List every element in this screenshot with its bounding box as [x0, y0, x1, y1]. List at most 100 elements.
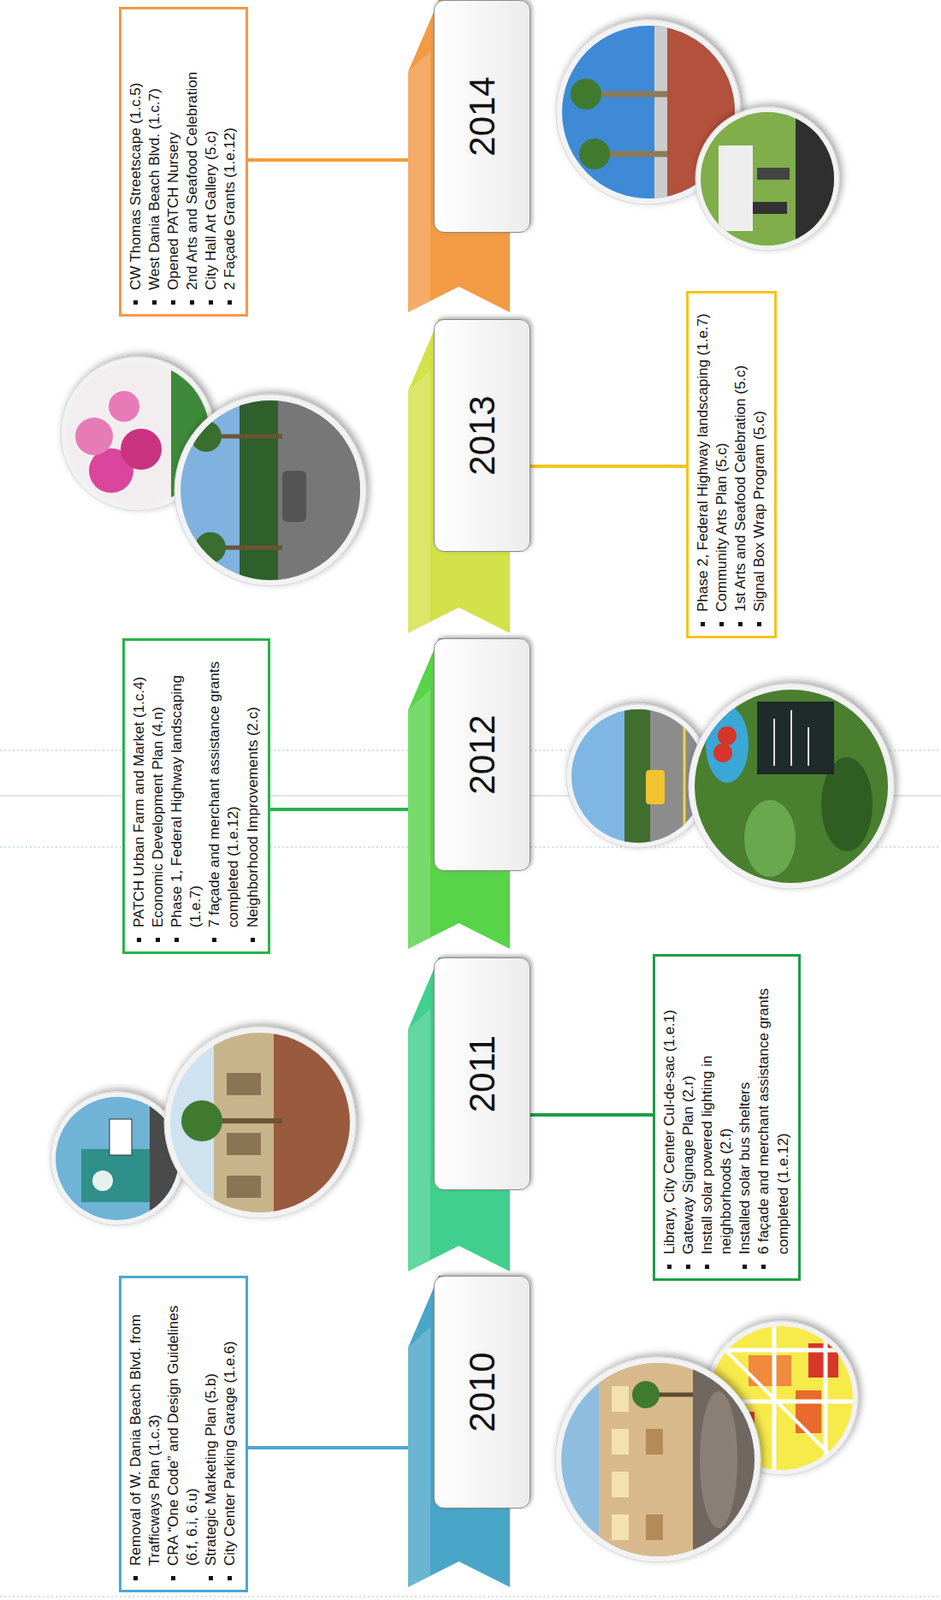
photo-detail [170, 1032, 350, 1213]
photo-detail [50, 1091, 184, 1226]
photo-circle [688, 683, 894, 889]
photo-detail [180, 400, 361, 580]
photo-detail [752, 201, 788, 214]
photo-detail [700, 112, 835, 246]
photo-detail [571, 709, 705, 843]
milestone-item: CW Thomas Streetscape (1.c.5) [126, 17, 146, 290]
milestone-list: PATCH Urban Farm and Market (1.c.4)Econo… [130, 649, 263, 950]
milestone-item: Strategic Marketing Plan (5.b) [201, 1286, 221, 1566]
photo-detail [713, 743, 733, 763]
photo-detail [692, 1362, 755, 1557]
photo-circle [555, 1356, 761, 1563]
timeline-connector [248, 1445, 409, 1450]
photo-circle [164, 1026, 356, 1219]
photo-detail [717, 726, 737, 746]
photo-detail [282, 470, 307, 522]
timeline-connector [530, 464, 687, 468]
milestone-list: Removal of W. Dania Beach Blvd. from Tra… [126, 1286, 241, 1588]
milestone-item: Phase 2, Federal Highway landscaping (1.… [693, 301, 713, 612]
photo-detail [807, 727, 810, 766]
photo-detail [790, 710, 793, 766]
photo-detail [744, 799, 796, 877]
photo-detail [239, 400, 279, 580]
photo-detail [695, 106, 840, 251]
photo-detail [120, 428, 162, 470]
photo-detail [174, 394, 367, 586]
photo-detail [226, 1175, 261, 1198]
photo-detail [611, 1514, 629, 1540]
photo-detail [705, 705, 749, 783]
photo-detail [164, 1026, 356, 1219]
photo-detail [795, 112, 835, 246]
ribbon-highlight [408, 51, 431, 313]
milestone-item: City Hall Art Gallery (5.c) [201, 17, 221, 290]
photo-circle [50, 1091, 184, 1226]
photo-detail [561, 1362, 755, 1557]
ribbon-highlight [408, 1326, 431, 1587]
milestone-list: CW Thomas Streetscape (1.c.5)West Dania … [126, 17, 241, 313]
year-text: 2010 [461, 1351, 504, 1432]
photo-detail [683, 709, 687, 843]
milestone-item: Phase 1, Federal Highway landscaping (1.… [167, 649, 206, 928]
photo-detail [108, 390, 140, 422]
milestone-item: Neighborhood Improvements (2.c) [243, 649, 263, 928]
photo-detail [75, 417, 113, 456]
photo-detail [645, 1428, 663, 1455]
milestone-item: 7 façade and merchant assistance grants … [205, 649, 243, 928]
photo-detail [709, 1348, 853, 1353]
photo-detail [694, 689, 888, 883]
milestone-box: Phase 2, Federal Highway landscaping (1.… [686, 290, 777, 639]
milestone-item: Library, City Center Cul-de-sac (1.e.1) [660, 964, 680, 1255]
photo-detail [688, 683, 894, 889]
year-label: 2011 [433, 957, 531, 1190]
year-ribbon: 2014 [408, 0, 531, 313]
photo-detail [694, 689, 888, 883]
photo-detail [278, 400, 361, 580]
photo-detail [180, 400, 361, 580]
photo-detail [55, 1096, 179, 1220]
photo-detail [226, 1132, 261, 1155]
milestone-list: Phase 2, Federal Highway landscaping (1.… [693, 301, 770, 634]
year-text: 2011 [461, 1035, 504, 1113]
photo-detail [598, 1362, 693, 1557]
photo-detail [170, 1032, 350, 1213]
year-label: 2012 [433, 638, 531, 871]
year-text: 2012 [461, 714, 504, 794]
milestone-box: Removal of W. Dania Beach Blvd. from Tra… [118, 1275, 249, 1593]
photo-detail [555, 1356, 761, 1563]
photo-detail [654, 25, 668, 199]
photo-circle [566, 704, 711, 848]
photo-detail [81, 1148, 150, 1202]
timeline-connector [248, 158, 409, 162]
photo-detail [632, 1380, 660, 1409]
photo-detail [757, 701, 835, 775]
year-label: 2014 [433, 0, 531, 233]
photo-detail [611, 1428, 629, 1455]
photo-detail [55, 1096, 179, 1220]
milestone-list: Library, City Center Cul-de-sac (1.e.1)G… [660, 964, 794, 1277]
milestone-item: Gateway Signage Plan (2.r) [679, 964, 699, 1255]
photo-detail [700, 112, 835, 246]
ribbon-highlight [408, 370, 431, 634]
photo-detail [273, 1032, 350, 1213]
photo-detail [795, 1390, 822, 1433]
milestone-item: PATCH Urban Farm and Market (1.c.4) [130, 649, 149, 928]
milestone-item: 6 façade and merchant assistance grants … [754, 964, 793, 1255]
milestone-item: City Center Parking Garage (1.e.6) [220, 1286, 240, 1566]
photo-detail [226, 1072, 261, 1095]
photo-detail [718, 145, 753, 231]
milestone-item: Opened PATCH Nursery [164, 17, 184, 290]
year-text: 2014 [461, 76, 504, 156]
milestone-item: CRA “One Code” and Design Guidelines (6.… [164, 1286, 202, 1566]
photo-detail [190, 420, 222, 452]
year-ribbon: 2011 [408, 957, 531, 1272]
photo-detail [109, 1118, 132, 1155]
photo-detail [699, 1390, 738, 1528]
year-ribbon: 2013 [408, 319, 531, 634]
photo-detail [181, 1100, 223, 1142]
milestone-box: Library, City Center Cul-de-sac (1.e.1)G… [652, 953, 801, 1281]
photo-detail [566, 704, 711, 848]
photo-detail [195, 532, 226, 563]
year-ribbon: 2012 [408, 638, 531, 949]
